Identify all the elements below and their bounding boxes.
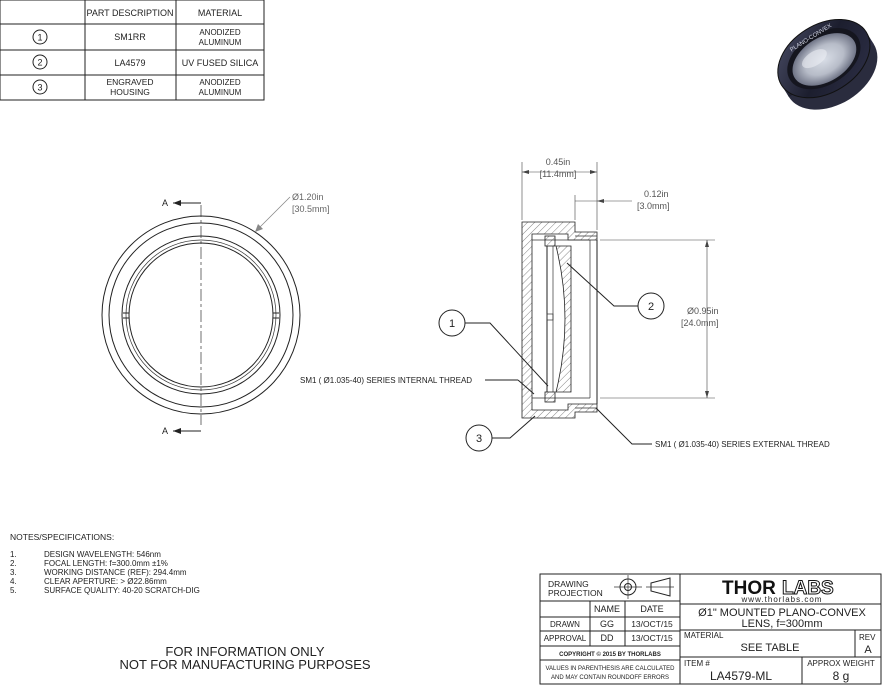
weight-value: 8 g: [833, 669, 850, 683]
width-dim-mm: [11.4mm]: [540, 169, 577, 179]
step-dim-in: 0.12in: [644, 189, 669, 199]
logo-light: LABS: [782, 578, 834, 599]
width-dim-in: 0.45in: [546, 157, 571, 167]
note-text: FOCAL LENGTH: f=300.0mm ±1%: [44, 559, 168, 568]
bom-part-cell: SM1RR: [114, 32, 146, 42]
drawing-title-line-1: Ø1" MOUNTED PLANO-CONVEX: [698, 607, 866, 619]
note-text: DESIGN WAVELENGTH: 546nm: [44, 550, 161, 559]
internal-thread-label: SM1 ( Ø1.035-40) SERIES INTERNAL THREAD: [300, 376, 472, 385]
product-render: PLANO-CONVEX: [777, 18, 878, 110]
projection-label: DRAWING: [548, 579, 589, 589]
external-thread-label: SM1 ( Ø1.035-40) SERIES EXTERNAL THREAD: [655, 440, 830, 449]
callout-3: 3: [476, 433, 482, 445]
note-text: CLEAR APERTURE: > Ø22.86mm: [44, 577, 167, 586]
bom-material-cell: ALUMINUM: [199, 38, 242, 47]
drawing-title-line-2: LENS, f=300mm: [741, 618, 822, 630]
approval-label: APPROVAL: [544, 634, 587, 643]
front-diameter-in: Ø1.20in: [292, 192, 324, 202]
weight-label: APPROX WEIGHT: [807, 659, 875, 668]
bom-header-material: MATERIAL: [198, 8, 242, 18]
title-block: DRAWING PROJECTION NAME DATE DRAWN GG 13…: [539, 573, 882, 685]
item-number: LA4579-ML: [710, 669, 772, 683]
drawn-label: DRAWN: [550, 620, 580, 629]
aperture-dim-mm: [24.0mm]: [681, 318, 719, 328]
copyright: COPYRIGHT © 2015 BY THORLABS: [559, 651, 661, 658]
roundoff-note: AND MAY CONTAIN ROUNDOFF ERRORS: [551, 675, 669, 681]
bom-part-cell: LA4579: [114, 58, 145, 68]
roundoff-note: VALUES IN PARENTHESIS ARE CALCULATED: [545, 666, 675, 672]
section-label-top: A: [162, 198, 168, 208]
bom-material-cell: ALUMINUM: [199, 88, 242, 97]
section-label-bottom: A: [162, 426, 168, 436]
bom-material-cell: ANODIZED: [199, 78, 241, 87]
note-number: 5.: [10, 586, 17, 595]
step-dim-mm: [3.0mm]: [637, 201, 670, 211]
bom-item-number: 2: [37, 58, 42, 68]
drawn-date: 13/OCT/15: [631, 619, 673, 629]
material-value: SEE TABLE: [741, 642, 800, 654]
approval-name: DD: [601, 633, 614, 643]
item-label: ITEM #: [684, 659, 710, 668]
bom-material-cell: ANODIZED: [199, 28, 241, 37]
callout-2: 2: [648, 301, 654, 313]
bom-item-balloon: [32, 79, 48, 95]
notes-title: NOTES/SPECIFICATIONS:: [10, 532, 114, 542]
bom-item-balloon: [32, 29, 48, 45]
bom-header-part: PART DESCRIPTION: [86, 8, 173, 18]
bom-item-number: 3: [37, 83, 42, 93]
drawn-name: GG: [600, 619, 614, 629]
bom-item-balloon: [32, 54, 48, 70]
front-diameter-mm: [30.5mm]: [292, 204, 330, 214]
projection-symbol-icon: [614, 575, 674, 599]
front-view: A A Ø1.20in [30.5mm]: [101, 192, 330, 436]
side-section-view: 0.45in [11.4mm] 0.12in [3.0mm] Ø0.95in […: [300, 157, 830, 452]
website: www.thorlabs.com: [741, 595, 823, 604]
bom-item-number: 1: [37, 33, 42, 43]
note-text: SURFACE QUALITY: 40-20 SCRATCH-DIG: [44, 586, 200, 595]
thorlabs-logo: THOR LABS: [722, 578, 834, 600]
note-number: 3.: [10, 568, 17, 577]
bom-part-cell: HOUSING: [110, 87, 150, 97]
disclaimer-line-2: NOT FOR MANUFACTURING PURPOSES: [119, 657, 370, 672]
note-number: 4.: [10, 577, 17, 586]
bom-material-cell: UV FUSED SILICA: [182, 58, 259, 68]
name-header: NAME: [594, 604, 620, 614]
rev-label: REV: [859, 633, 876, 642]
note-number: 1.: [10, 550, 17, 559]
bom-part-cell: ENGRAVED: [106, 77, 153, 87]
bom-table: PART DESCRIPTION MATERIAL 1 SM1RR ANODIZ…: [0, 0, 265, 101]
material-label: MATERIAL: [684, 631, 724, 640]
approval-date: 13/OCT/15: [631, 633, 673, 643]
logo-dark: THOR: [722, 578, 776, 599]
notes-specifications: NOTES/SPECIFICATIONS: 1. DESIGN WAVELENG…: [10, 532, 200, 595]
note-number: 2.: [10, 559, 17, 568]
note-text: WORKING DISTANCE (REF): 294.4mm: [44, 568, 187, 577]
callout-1: 1: [449, 318, 455, 330]
aperture-dim-in: Ø0.95in: [687, 306, 719, 316]
date-header: DATE: [640, 604, 663, 614]
disclaimer-line-1: FOR INFORMATION ONLY: [165, 644, 324, 659]
projection-label: PROJECTION: [548, 588, 603, 598]
rev-value: A: [864, 644, 872, 656]
